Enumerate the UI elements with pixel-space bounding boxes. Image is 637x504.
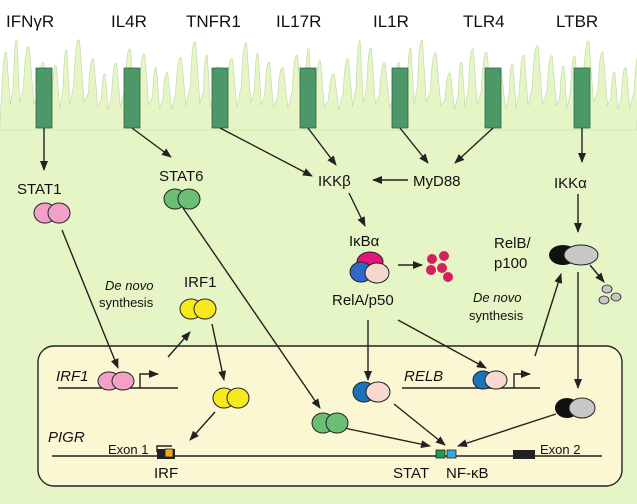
receptor-ltbr bbox=[573, 67, 591, 129]
label-exon2: Exon 2 bbox=[540, 442, 580, 457]
arrow-tnfr1-ikkb bbox=[219, 127, 313, 177]
relb-gene: RELB bbox=[402, 368, 540, 390]
label-relap50: RelA/p50 bbox=[332, 292, 394, 309]
receptor-label-ifngr: IFNγR bbox=[6, 12, 54, 31]
label-nfkb-site: NF-κB bbox=[446, 465, 489, 482]
pigr-tss-arrow bbox=[156, 445, 172, 452]
arrow-stat6-nucleus bbox=[182, 207, 321, 409]
receptor-il17r bbox=[299, 67, 317, 129]
arrow-tlr4-myd88 bbox=[454, 127, 494, 164]
label-denovo-right: De novo bbox=[473, 290, 521, 305]
receptor-label-il4r: IL4R bbox=[111, 12, 147, 31]
label-relb-gene: RELB bbox=[404, 368, 443, 385]
irf1-gene: IRF1 bbox=[56, 368, 178, 391]
relb-p100-complex bbox=[549, 244, 599, 266]
arrow-il4r-stat6 bbox=[131, 127, 172, 158]
stat-site-box bbox=[435, 449, 446, 459]
label-myd88: MyD88 bbox=[413, 173, 461, 190]
receptor-label-il17r: IL17R bbox=[276, 12, 321, 31]
arrow-p100-processing bbox=[589, 264, 605, 283]
label-ikka: IKKα bbox=[554, 175, 587, 192]
label-p100-line2: p100 bbox=[494, 255, 527, 272]
receptor-label-tnfr1: TNFR1 bbox=[186, 12, 241, 31]
receptor-label-tlr4: TLR4 bbox=[463, 12, 505, 31]
arrow-relb-gene-relb bbox=[534, 273, 563, 357]
p100-fragments bbox=[598, 284, 622, 305]
pigr-gene: PIGR Exon 1 Exon 2 IRF STAT NF-κB bbox=[48, 429, 602, 482]
stat6-dimer bbox=[163, 188, 201, 210]
label-synthesis-right: synthesis bbox=[469, 308, 524, 323]
arrow-il17r-ikkb bbox=[307, 127, 337, 166]
exon2-box bbox=[513, 450, 535, 459]
irf1-dimer-cytoplasm bbox=[179, 298, 217, 320]
label-ikkb: IKKβ bbox=[318, 173, 351, 190]
label-relb-line1: RelB/ bbox=[494, 235, 532, 252]
label-stat6: STAT6 bbox=[159, 168, 203, 185]
pathway-arrows bbox=[40, 127, 605, 449]
arrow-irf1-exon1 bbox=[189, 411, 216, 441]
arrow-il1r-myd88 bbox=[399, 127, 429, 164]
ikba-complex bbox=[349, 251, 390, 284]
arrow-irf1-nucleus bbox=[211, 323, 227, 381]
label-synthesis-left: synthesis bbox=[99, 295, 154, 310]
relb-p52-nucleus bbox=[555, 397, 596, 419]
stat6-dimer-nucleus bbox=[311, 412, 349, 434]
label-exon1: Exon 1 bbox=[108, 442, 148, 457]
receptor-label-ltbr: LTBR bbox=[556, 12, 598, 31]
arrow-relap50-relb-gene bbox=[397, 319, 487, 369]
receptor-labels: IFNγR IL4R TNFR1 IL17R IL1R TLR4 LTBR bbox=[6, 12, 598, 31]
arrow-relb-nfkb-site bbox=[457, 413, 557, 448]
relap50-nucleus bbox=[352, 381, 391, 403]
receptor-tlr4 bbox=[484, 67, 502, 129]
ikba-fragments bbox=[426, 251, 453, 282]
label-ikba: IκBα bbox=[349, 233, 380, 250]
arrow-irf1-gene-irf1 bbox=[167, 331, 191, 358]
receptor-label-il1r: IL1R bbox=[373, 12, 409, 31]
receptor-tnfr1 bbox=[211, 67, 229, 129]
arrow-stat1-irf1-gene bbox=[61, 229, 119, 369]
label-pigr-gene: PIGR bbox=[48, 429, 85, 446]
cytoplasm-labels: STAT1 STAT6 IKKβ MyD88 IKKα IκBα RelA/p5… bbox=[17, 168, 587, 323]
arrow-ikkb-ikba bbox=[348, 192, 366, 227]
arrow-relap50-nfkb-site bbox=[393, 403, 446, 446]
label-stat-site: STAT bbox=[393, 465, 429, 482]
stat1-dimer bbox=[33, 202, 71, 224]
label-stat1: STAT1 bbox=[17, 181, 61, 198]
receptor-il1r bbox=[391, 67, 409, 129]
label-irf1-protein: IRF1 bbox=[184, 274, 217, 291]
irf-site-box bbox=[164, 448, 174, 458]
label-irf-site: IRF bbox=[154, 465, 178, 482]
irf1-dimer-nucleus bbox=[212, 387, 250, 409]
arrow-stat6-stat-site bbox=[343, 427, 431, 449]
nfkb-site-box bbox=[446, 449, 457, 459]
receptor-ifngr bbox=[35, 67, 53, 129]
label-irf1-gene: IRF1 bbox=[56, 368, 89, 385]
receptor-il4r bbox=[123, 67, 141, 129]
label-denovo-left: De novo bbox=[105, 278, 153, 293]
